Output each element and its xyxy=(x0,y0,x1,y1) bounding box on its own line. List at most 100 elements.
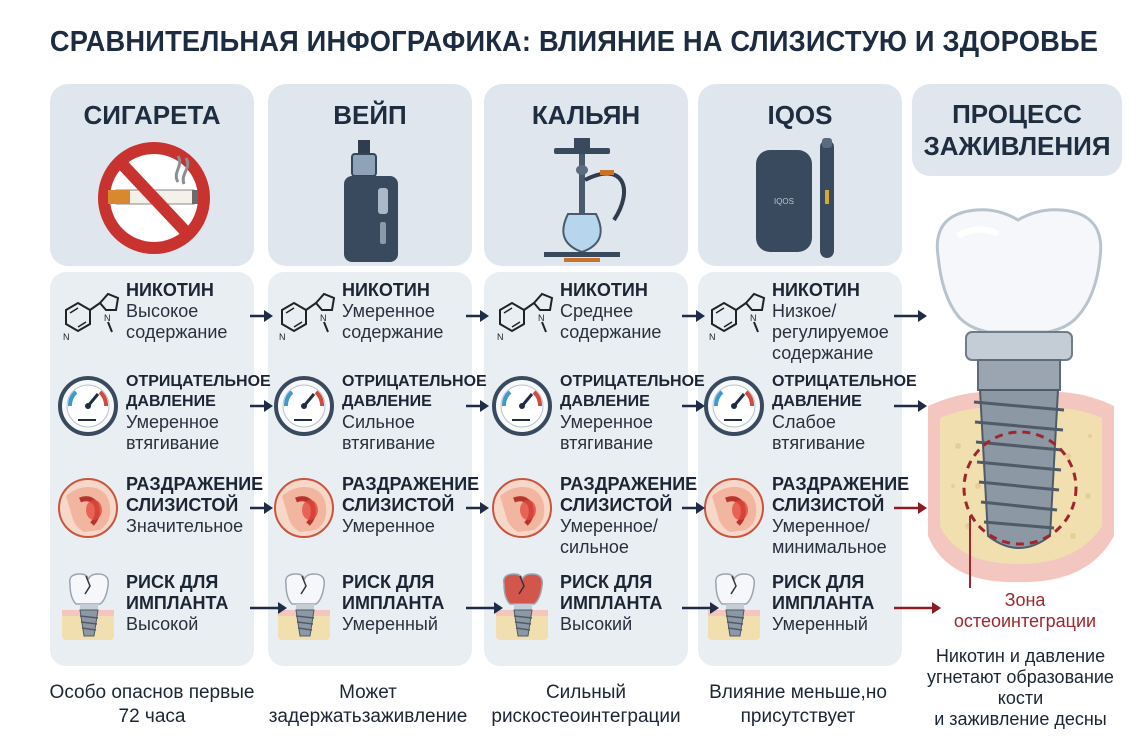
arrow-right-icon xyxy=(250,502,273,514)
zone-line2: остеоинтеграции xyxy=(953,611,1097,631)
risk-label-line1: РИСК ДЛЯ xyxy=(342,572,435,592)
svg-text:N: N xyxy=(104,313,111,323)
arrow-right-icon xyxy=(466,602,503,614)
risk-value: Умеренный xyxy=(772,614,868,634)
process-title-line2: ЗАЖИВЛЕНИЯ xyxy=(923,131,1111,161)
column-note-line2: но присутствует xyxy=(740,682,887,727)
column-header-iqos: IQOS IQOS xyxy=(698,84,902,266)
throat-irritation-icon xyxy=(492,478,552,538)
column-note-line1: Может задержать xyxy=(268,682,397,727)
pressure-gauge-icon xyxy=(274,376,334,436)
arrow-right-icon xyxy=(250,400,273,412)
column-note: Сильный рискостеоинтеграции xyxy=(476,681,696,729)
pressure-gauge-icon xyxy=(492,376,552,436)
dental-implant-illustration xyxy=(928,208,1114,588)
nicotine-value-line1: Низкое/ xyxy=(772,301,837,321)
arrow-right-icon xyxy=(466,400,489,412)
irritation-label-line2: СЛИЗИСТОЙ xyxy=(342,495,455,515)
nicotine-molecule-icon: NN xyxy=(63,292,120,342)
pressure-label-line2: ДАВЛЕНИЕ xyxy=(126,393,216,410)
svg-text:N: N xyxy=(709,332,716,342)
arrow-right-icon xyxy=(250,310,273,322)
risk-value: Умеренный xyxy=(342,614,438,634)
nicotine-value-line1: Среднее xyxy=(560,301,634,321)
risk-label-line1: РИСК ДЛЯ xyxy=(126,572,219,592)
column-note: Особо опаснов первые 72 часа xyxy=(42,681,262,729)
pressure-gauge-icon xyxy=(704,376,764,436)
irritation-label-line1: РАЗДРАЖЕНИЕ xyxy=(126,474,264,494)
svg-text:N: N xyxy=(63,332,70,342)
pressure-value-line2: втягивание xyxy=(560,433,654,453)
process-note-line2: угнетают образование xyxy=(927,667,1114,687)
arrow-right-icon xyxy=(466,502,489,514)
pressure-label-line1: ОТРИЦАТЕЛЬНОЕ xyxy=(772,373,917,390)
svg-text:N: N xyxy=(320,313,327,323)
irritation-value-line1: Умеренное/ xyxy=(560,516,658,536)
implant-tooth-icon xyxy=(708,573,760,640)
process-note-line4: и заживление десны xyxy=(934,709,1107,729)
arrow-right-icon xyxy=(894,310,927,322)
nicotine-molecule-icon: NN xyxy=(497,292,554,342)
pressure-label-line1: ОТРИЦАТЕЛЬНОЕ xyxy=(126,373,271,390)
column-header-vape: ВЕЙП xyxy=(268,84,472,266)
nicotine-value-line2: содержание xyxy=(560,322,662,342)
process-title-line1: ПРОЦЕСС xyxy=(952,99,1082,129)
irritation-value-line1: Умеренное/ xyxy=(772,516,870,536)
column-note: Влияние меньше,но присутствует xyxy=(688,681,908,729)
risk-label-line1: РИСК ДЛЯ xyxy=(772,572,865,592)
implant-tooth-icon xyxy=(278,573,330,640)
svg-text:N: N xyxy=(497,332,504,342)
pressure-label-line2: ДАВЛЕНИЕ xyxy=(342,393,432,410)
nicotine-value-line2: содержание xyxy=(126,322,228,342)
pressure-value-line2: втягивание xyxy=(772,433,866,453)
arrow-right-icon xyxy=(894,502,927,514)
nicotine-value-line1: Высокое xyxy=(126,301,199,321)
column-note-line1: Особо опасно xyxy=(49,682,174,703)
irritation-label-line2: СЛИЗИСТОЙ xyxy=(126,495,239,515)
risk-label-line2: ИМПЛАНТА xyxy=(126,593,229,613)
svg-text:N: N xyxy=(538,313,545,323)
irritation-label-line1: РАЗДРАЖЕНИЕ xyxy=(560,474,698,494)
arrow-right-icon xyxy=(250,602,287,614)
pressure-value-line1: Умеренное xyxy=(126,412,219,432)
throat-irritation-icon xyxy=(58,478,118,538)
pressure-label-line2: ДАВЛЕНИЕ xyxy=(560,393,650,410)
column-title: ВЕЙП xyxy=(333,100,407,130)
nicotine-molecule-icon: NN xyxy=(279,292,336,342)
pressure-value-line1: Умеренное xyxy=(560,412,653,432)
arrow-right-icon xyxy=(682,602,719,614)
nicotine-label: НИКОТИН xyxy=(342,280,430,300)
process-note-line3: кости xyxy=(997,688,1044,708)
irritation-label-line2: СЛИЗИСТОЙ xyxy=(560,495,673,515)
pressure-value-line1: Сильное xyxy=(342,412,415,432)
arrow-right-icon xyxy=(894,400,927,412)
arrow-right-icon xyxy=(682,310,705,322)
column-title: КАЛЬЯН xyxy=(531,100,641,130)
column-header-cigarette: СИГАРЕТА xyxy=(50,84,254,266)
iqos-device-icon: IQOS xyxy=(756,138,834,258)
column-note-line1: Влияние меньше, xyxy=(709,682,866,703)
column-note: Может задержатьзаживление xyxy=(258,681,478,729)
arrow-right-icon xyxy=(466,310,489,322)
no-smoking-cigarette-icon xyxy=(98,142,210,254)
column-title: IQOS xyxy=(767,100,833,130)
risk-label-line1: РИСК ДЛЯ xyxy=(560,572,653,592)
risk-value: Высокой xyxy=(126,614,199,634)
irritation-label-line1: РАЗДРАЖЕНИЕ xyxy=(342,474,480,494)
nicotine-value-line2: регулируемое xyxy=(772,322,889,342)
irritation-value-line2: сильное xyxy=(560,537,629,557)
throat-irritation-icon xyxy=(274,478,334,538)
